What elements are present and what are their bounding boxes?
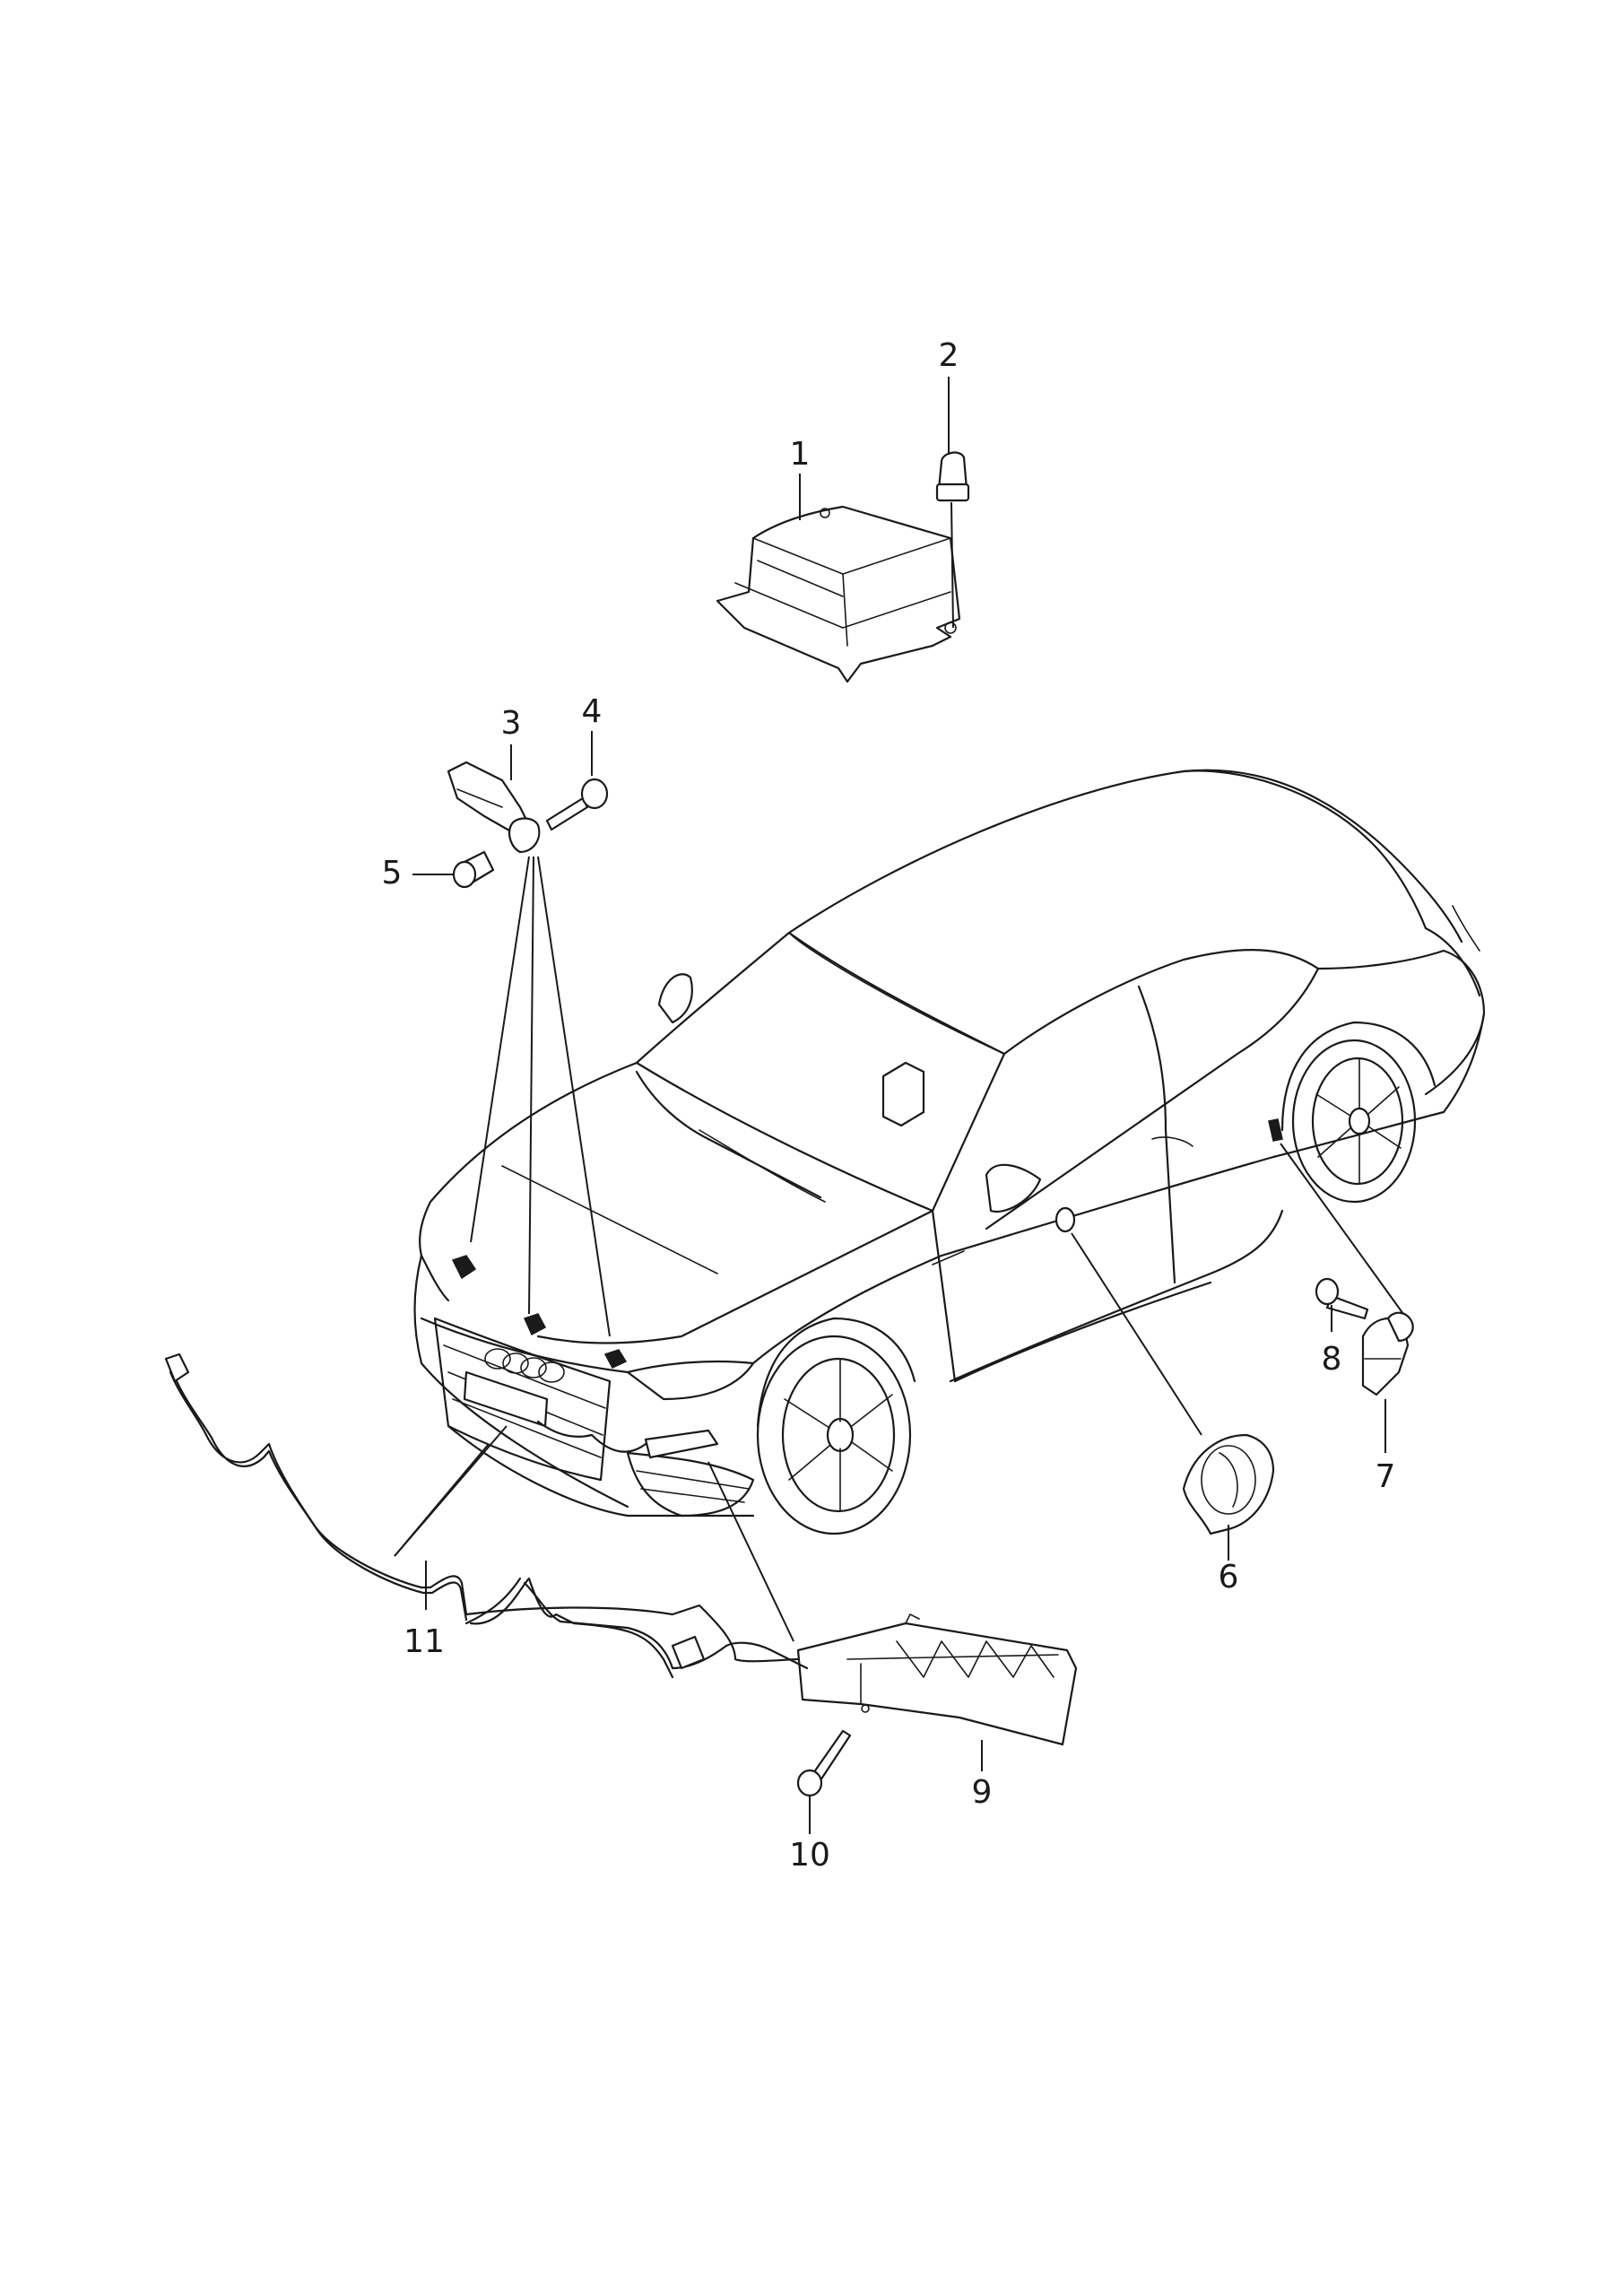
audi-rings-logo: [484, 1348, 565, 1383]
rear-wheel: [1280, 1021, 1436, 1204]
callout-6: 6: [1219, 1559, 1239, 1596]
wiring-harness: [164, 1352, 809, 1679]
callout-3: 3: [501, 705, 522, 742]
bolt-5: [452, 850, 495, 889]
bolt-8: [1315, 1277, 1369, 1320]
car-illustration: [413, 769, 1486, 1535]
callout-10: 10: [789, 1837, 830, 1874]
callout-8: 8: [1322, 1341, 1342, 1378]
bracket-location-marker: [644, 1429, 719, 1459]
bolt-4: [545, 778, 609, 831]
nut: [935, 451, 970, 502]
airbag-control-unit: [716, 505, 961, 683]
callout-5: 5: [382, 855, 403, 891]
front-sensor-marker-center: [523, 1313, 547, 1336]
callout-labels: 1 2 3 4 5 6 7 8 9 10 11: [382, 337, 1396, 1874]
callout-1: 1: [790, 436, 811, 473]
sensor-bracket: [796, 1613, 1078, 1746]
callout-11: 11: [404, 1623, 445, 1660]
door-sensor-location-marker: [1055, 1206, 1076, 1233]
callout-2: 2: [939, 337, 959, 374]
front-wheel: [756, 1317, 916, 1535]
callout-4: 4: [582, 693, 603, 730]
front-sensor-marker-left: [451, 1255, 477, 1280]
front-sensor-marker-right: [603, 1349, 628, 1369]
rear-crash-sensor: [1361, 1311, 1414, 1396]
bolt-10: [796, 1729, 852, 1797]
callout-9: 9: [972, 1774, 993, 1811]
control-unit-location-marker: [881, 1061, 925, 1127]
front-crash-sensor: [447, 761, 541, 854]
callout-7: 7: [1376, 1458, 1396, 1495]
rear-sensor-location-marker: [1268, 1118, 1283, 1142]
door-pressure-sensor: [1182, 1433, 1275, 1535]
